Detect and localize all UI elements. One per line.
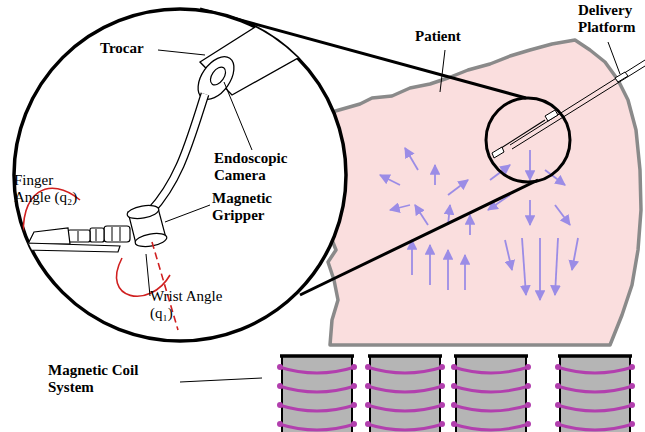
field-arrow — [448, 180, 468, 195]
angle-label: Finger Angle (q₂) — [14, 172, 86, 206]
field-arrow — [522, 238, 526, 295]
part-label: Magnetic Gripper — [212, 190, 292, 224]
field-arrow — [555, 238, 558, 295]
field-arrow — [539, 238, 541, 300]
field-arrow — [555, 205, 570, 225]
coil-cylinder — [277, 356, 357, 432]
field-arrow — [464, 255, 466, 290]
field-arrow — [429, 245, 431, 285]
field-arrow — [411, 240, 413, 275]
coil-cylinder — [451, 356, 531, 432]
part-label: Patient — [415, 28, 485, 45]
field-arrow — [380, 175, 400, 185]
field-arrow — [415, 205, 428, 225]
field-arrow — [434, 165, 436, 185]
coil-cylinder — [365, 356, 445, 432]
angle-label: Wrist Angle (q₁) — [150, 288, 240, 322]
field-arrow — [447, 250, 449, 290]
field-arrow — [529, 150, 531, 180]
part-label: Endoscopic Camera — [214, 150, 304, 184]
zoom-detail — [23, 5, 330, 330]
field-arrow — [505, 240, 512, 270]
field-arrow — [390, 205, 410, 210]
part-label: Magnetic Coil System — [48, 362, 178, 396]
coil-cylinder — [555, 356, 635, 432]
part-label: Trocar — [100, 40, 160, 57]
field-arrow — [572, 238, 578, 270]
field-arrow — [469, 215, 471, 235]
field-arrow — [529, 200, 531, 225]
field-arrow — [405, 148, 418, 170]
part-label: Delivery Platform — [578, 2, 642, 36]
